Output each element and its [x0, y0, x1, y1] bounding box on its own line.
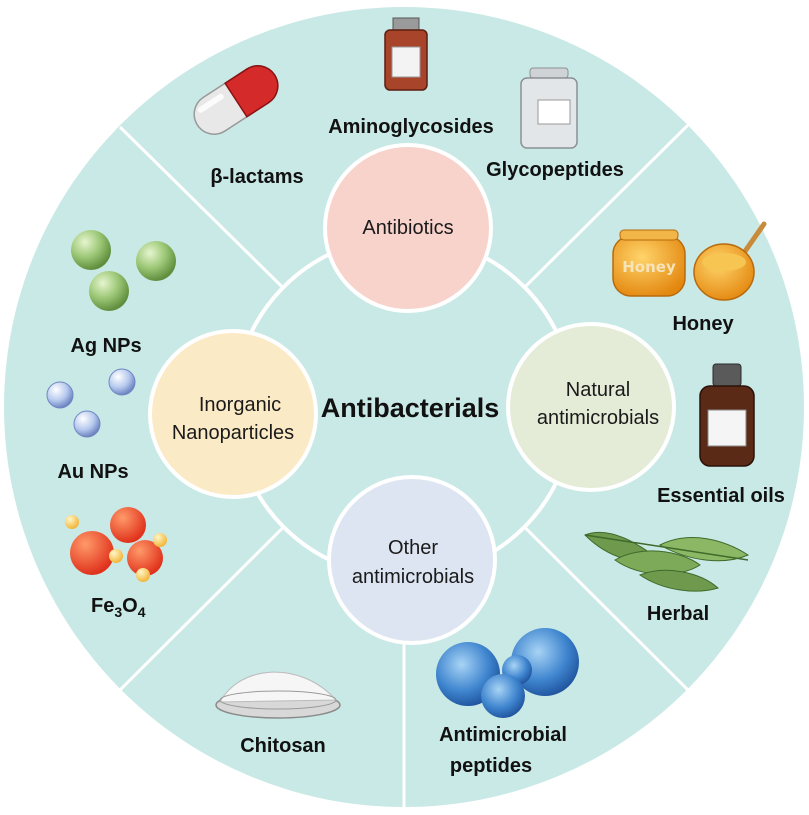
honey-bowl-icon [693, 221, 767, 301]
ag-nps-label: Ag NPs [70, 335, 141, 357]
ag-nanoparticles-icon [71, 230, 176, 311]
essential-oil-bottle-icon [699, 363, 755, 467]
natural-label-line2: antimicrobials [537, 407, 659, 429]
natural-label-line1: Natural [566, 379, 630, 401]
honey-pot-icon: Honey [612, 229, 686, 297]
chitosan-label: Chitosan [240, 735, 326, 757]
chitosan-dish-icon [215, 671, 341, 719]
honey-label: Honey [672, 313, 734, 335]
antimicrobial-peptides-icon [436, 628, 579, 718]
capsule-icon [193, 65, 279, 135]
inorganic-label-line2: Nanoparticles [172, 422, 294, 444]
herbal-label: Herbal [647, 603, 709, 625]
glass-jar-icon [520, 67, 578, 149]
center-title: Antibacterials [321, 393, 500, 423]
amp-label-line1: Antimicrobial [439, 724, 567, 746]
antibiotics-bubble [323, 143, 493, 313]
herbal-leaves-icon [584, 531, 750, 592]
glycopeptides-label: Glycopeptides [486, 159, 624, 181]
other-antimicrobials-bubble [327, 475, 497, 645]
antibiotics-label: Antibiotics [362, 217, 453, 239]
beta-lactams-label: β-lactams [210, 166, 303, 188]
essential-oils-label: Essential oils [657, 485, 785, 507]
other-label-line2: antimicrobials [352, 566, 474, 588]
inorganic-nanoparticles-bubble [148, 329, 318, 499]
au-nanoparticles-icon [46, 368, 136, 438]
other-label-line1: Other [388, 537, 438, 559]
inorganic-label-line1: Inorganic [199, 394, 281, 416]
fe3o4-nanoparticles-icon [65, 507, 167, 582]
vial-icon [384, 17, 428, 91]
fe3o4-label: Fe3O4 [91, 595, 146, 620]
amp-label-line2: peptides [450, 755, 532, 777]
au-nps-label: Au NPs [57, 461, 128, 483]
aminoglycosides-label: Aminoglycosides [328, 116, 494, 138]
natural-antimicrobials-bubble [506, 322, 676, 492]
honey-jar-text: Honey [622, 258, 676, 276]
